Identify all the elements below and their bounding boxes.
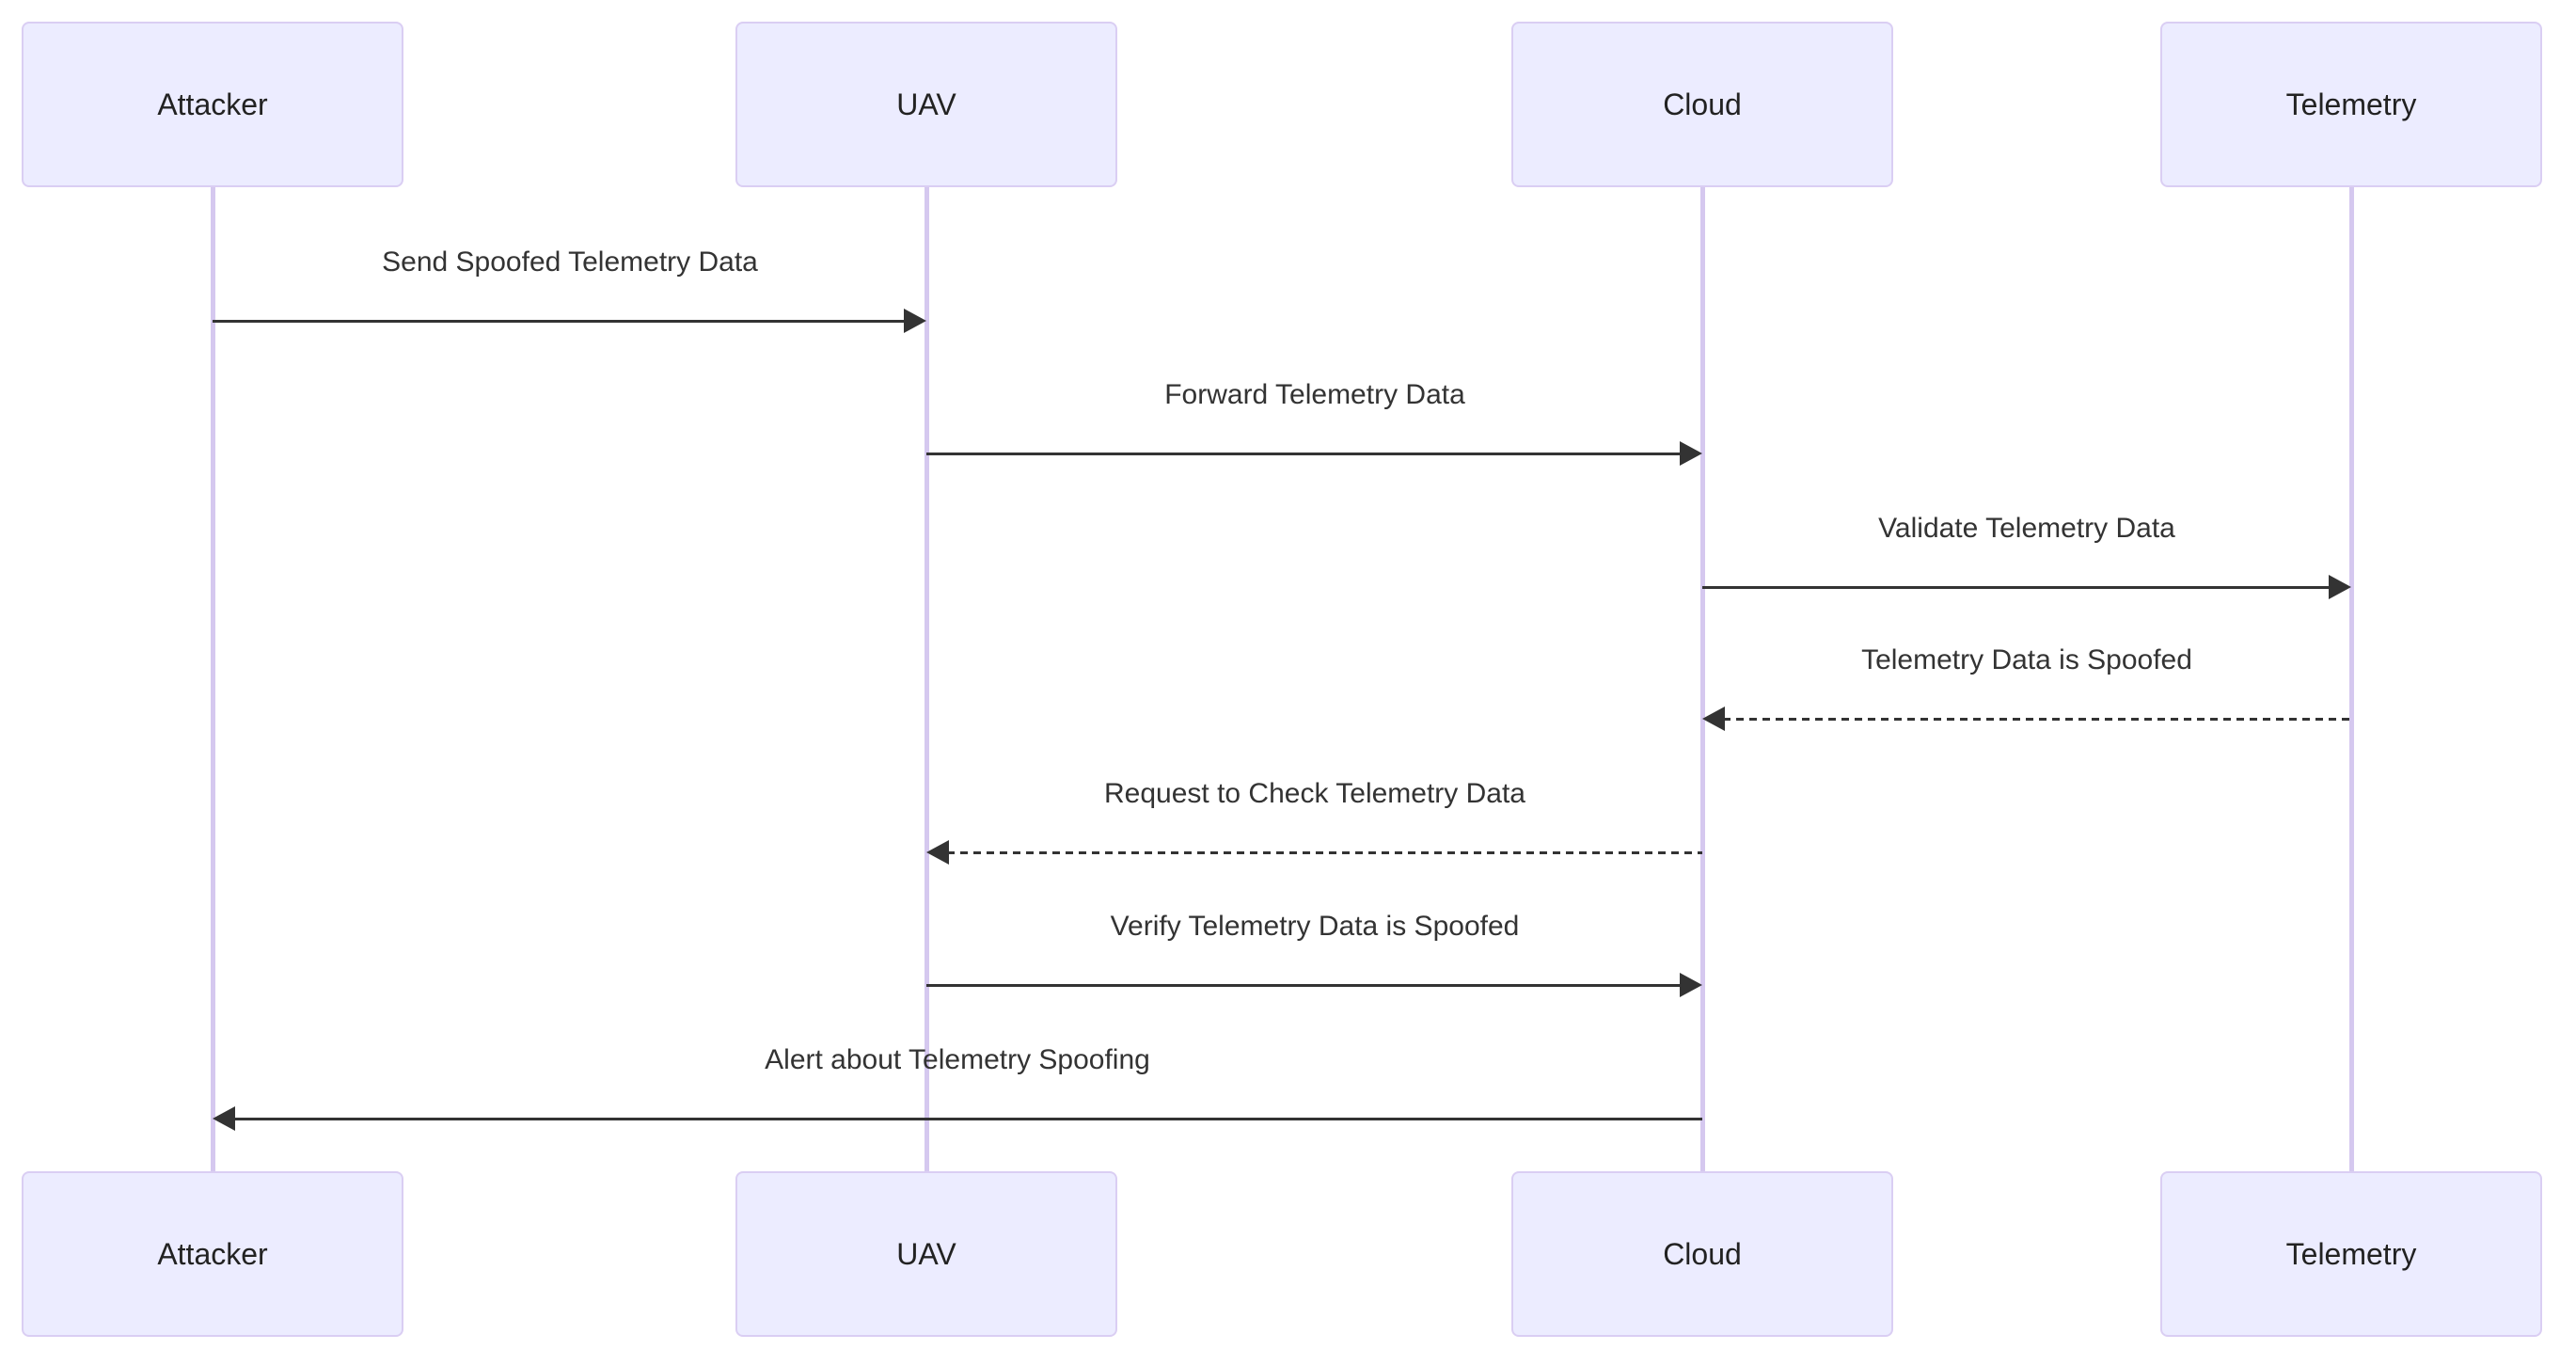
actor-label: Cloud xyxy=(1663,87,1742,121)
actor-bottom-telemetry: Telemetry xyxy=(2160,1171,2542,1337)
message-line xyxy=(926,984,1682,987)
lifeline-attacker xyxy=(211,187,215,1171)
actor-bottom-cloud: Cloud xyxy=(1511,1171,1893,1337)
arrowhead-right-icon xyxy=(1680,973,1702,997)
message-line xyxy=(1702,586,2331,589)
arrowhead-left-icon xyxy=(1702,707,1725,731)
actor-top-cloud: Cloud xyxy=(1511,22,1893,187)
arrowhead-right-icon xyxy=(1680,441,1702,466)
actor-bottom-uav: UAV xyxy=(735,1171,1117,1337)
arrowhead-right-icon xyxy=(2329,575,2351,599)
arrowhead-left-icon xyxy=(926,840,949,865)
lifeline-telemetry xyxy=(2349,187,2354,1171)
actor-label: Cloud xyxy=(1663,1236,1742,1271)
message-line xyxy=(947,851,1702,854)
message-line xyxy=(213,320,906,323)
message-label: Send Spoofed Telemetry Data xyxy=(382,246,758,278)
message-label: Verify Telemetry Data is Spoofed xyxy=(1110,911,1520,942)
arrowhead-left-icon xyxy=(213,1106,235,1131)
actor-label: Attacker xyxy=(157,1236,268,1271)
actor-label: Attacker xyxy=(157,87,268,121)
arrowhead-right-icon xyxy=(904,309,926,333)
message-line xyxy=(926,453,1682,455)
message-label: Forward Telemetry Data xyxy=(1164,379,1465,410)
actor-top-attacker: Attacker xyxy=(22,22,403,187)
message-label: Telemetry Data is Spoofed xyxy=(1861,644,2192,675)
actor-top-telemetry: Telemetry xyxy=(2160,22,2542,187)
lifeline-cloud xyxy=(1700,187,1705,1171)
actor-label: Telemetry xyxy=(2285,1236,2417,1271)
actor-label: Telemetry xyxy=(2285,87,2417,121)
actor-label: UAV xyxy=(896,87,956,121)
lifeline-uav xyxy=(925,187,929,1171)
actor-top-uav: UAV xyxy=(735,22,1117,187)
actor-label: UAV xyxy=(896,1236,956,1271)
message-label: Alert about Telemetry Spoofing xyxy=(765,1044,1150,1075)
message-line xyxy=(233,1118,1702,1120)
message-line xyxy=(1723,718,2351,721)
actor-bottom-attacker: Attacker xyxy=(22,1171,403,1337)
message-label: Validate Telemetry Data xyxy=(1878,513,2175,544)
message-label: Request to Check Telemetry Data xyxy=(1104,778,1525,809)
